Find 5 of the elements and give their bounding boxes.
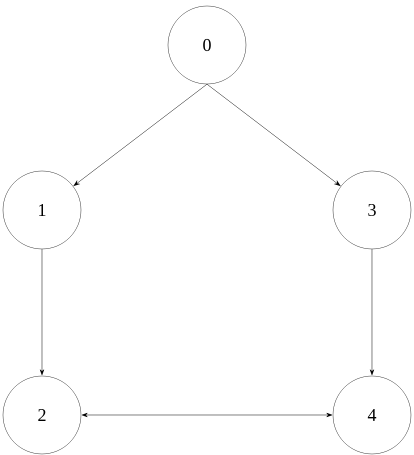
arrow: [206, 84, 340, 186]
arrow: [74, 84, 208, 186]
arrow: [82, 412, 332, 418]
arrow: [40, 248, 44, 376]
arrow: [370, 248, 374, 376]
